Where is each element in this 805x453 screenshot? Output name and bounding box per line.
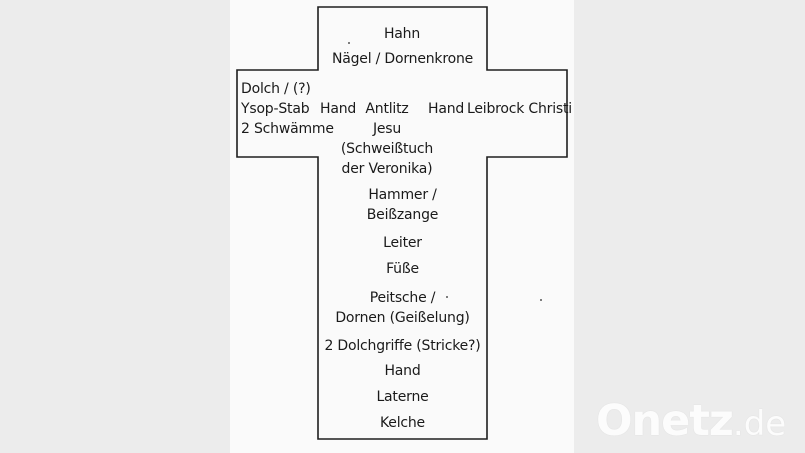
scan-speck [348,42,350,44]
cross-shape [236,6,568,440]
label-beisszange: Beißzange [366,207,439,223]
onetz-watermark-logo: Onetz.de [596,396,786,449]
label-hand-stem: Hand [384,363,421,379]
label-dolch: Dolch / (?) [241,81,311,97]
watermark-tld: .de [732,404,787,444]
right-margin [574,0,805,453]
scan-speck [540,299,542,301]
label-peitsche: Peitsche / [369,290,436,306]
label-leiter: Leiter [383,235,422,251]
label-hand-right: Hand [428,101,465,117]
scan-speck [411,268,413,271]
label-laterne: Laterne [376,389,429,405]
label-naegel-dornenkrone: Nägel / Dornenkrone [331,51,474,67]
left-margin [0,0,230,453]
label-antlitz: Antlitz [365,101,409,117]
scan-speck [446,296,448,298]
label-dornen-geisselung: Dornen (Geißelung) [335,310,470,326]
label-fuesse: Füße [386,261,419,277]
label-hahn: Hahn [383,26,421,42]
label-hammer: Hammer / [368,187,437,203]
label-leibrock-christi: Leibrock Christi [467,101,572,117]
watermark-brand: Onetz [596,396,734,446]
label-jesu: Jesu [372,121,402,137]
label-hand-left: Hand [320,101,357,117]
label-der-veronika: der Veronika) [341,161,433,177]
label-ysop-stab: Ysop-Stab [241,101,310,117]
scanned-page [230,0,574,453]
label-kelche: Kelche [380,415,425,431]
label-2-schwaemme: 2 Schwämme [241,121,334,137]
label-2-dolchgriffe: 2 Dolchgriffe (Stricke?) [324,338,481,354]
label-schweisstuch: (Schweißtuch [340,141,434,157]
